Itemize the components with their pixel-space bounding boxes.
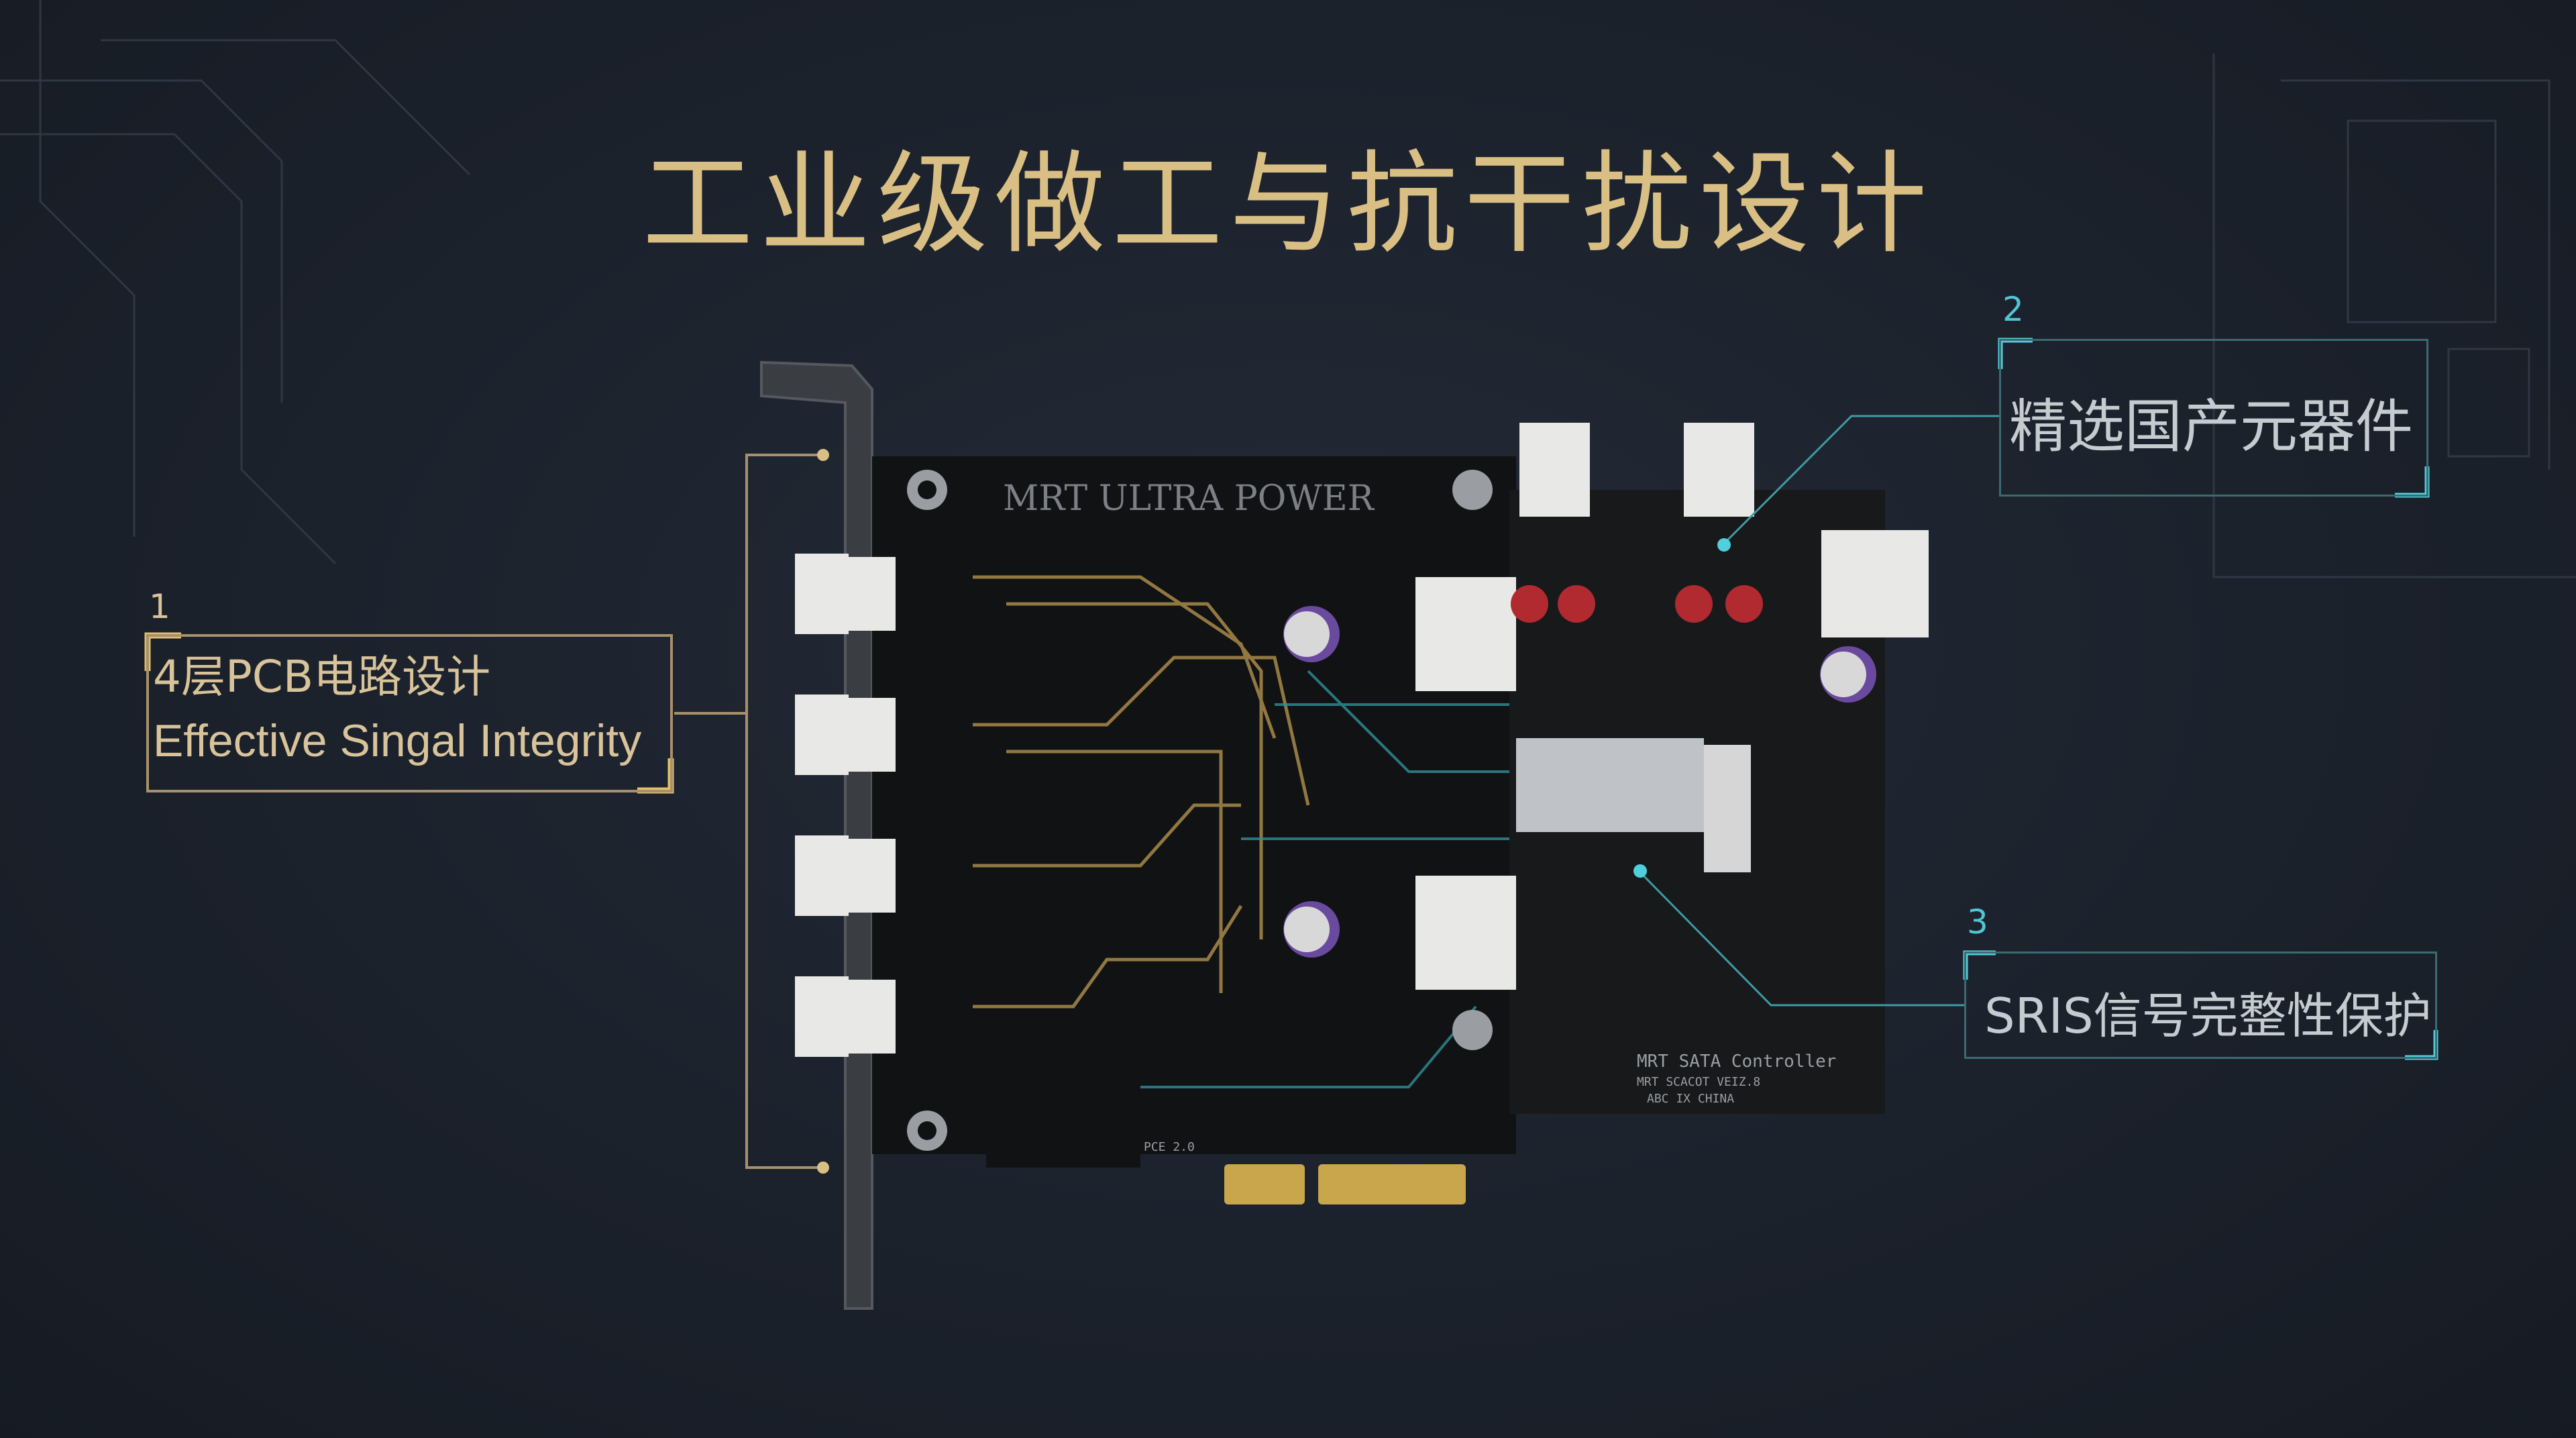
callout-2-text: 精选国产元器件 <box>2009 393 2413 460</box>
callout-1-subtitle: Effective Singal Integrity <box>153 715 642 766</box>
ribbon-cable <box>1516 738 1704 832</box>
sata-connectors <box>795 423 1929 1057</box>
gold-traces <box>973 575 1310 1009</box>
callout-3-number: 3 <box>1967 903 1988 941</box>
screws <box>907 470 1493 1151</box>
page-title: 工业级做工与抗干扰设计 <box>642 140 1934 268</box>
board-brand-text: MRT ULTRA POWER <box>1003 478 1375 519</box>
controller-label: MRT SATA Controller <box>1637 1051 1836 1072</box>
circuit-background-decoration <box>0 0 2576 578</box>
callout-2-number: 2 <box>2002 290 2024 329</box>
callout-1-leader <box>674 454 822 1169</box>
callout-3-box <box>1964 952 2437 1059</box>
metal-bracket <box>760 360 873 1310</box>
callout-1-box <box>146 634 673 792</box>
callout-1-title: 4层PCB电路设计 <box>153 651 491 703</box>
callout-2-leader <box>1723 415 1999 545</box>
pcie-gold-fingers <box>1224 1164 1466 1204</box>
callout-2-box <box>1999 339 2428 497</box>
controller-sub-label-1: MRT SCACOT VEIZ.8 <box>1637 1075 1760 1089</box>
capacitors <box>1283 585 1876 958</box>
callout-3-leader <box>1639 871 1964 1007</box>
pcie-label: PCE 2.0 <box>1144 1140 1195 1154</box>
callout-3-text: SRIS信号完整性保护 <box>1984 988 2432 1044</box>
controller-sub-label-2: ABC IX CHINA <box>1647 1092 1734 1106</box>
callout-1-number: 1 <box>149 587 170 626</box>
